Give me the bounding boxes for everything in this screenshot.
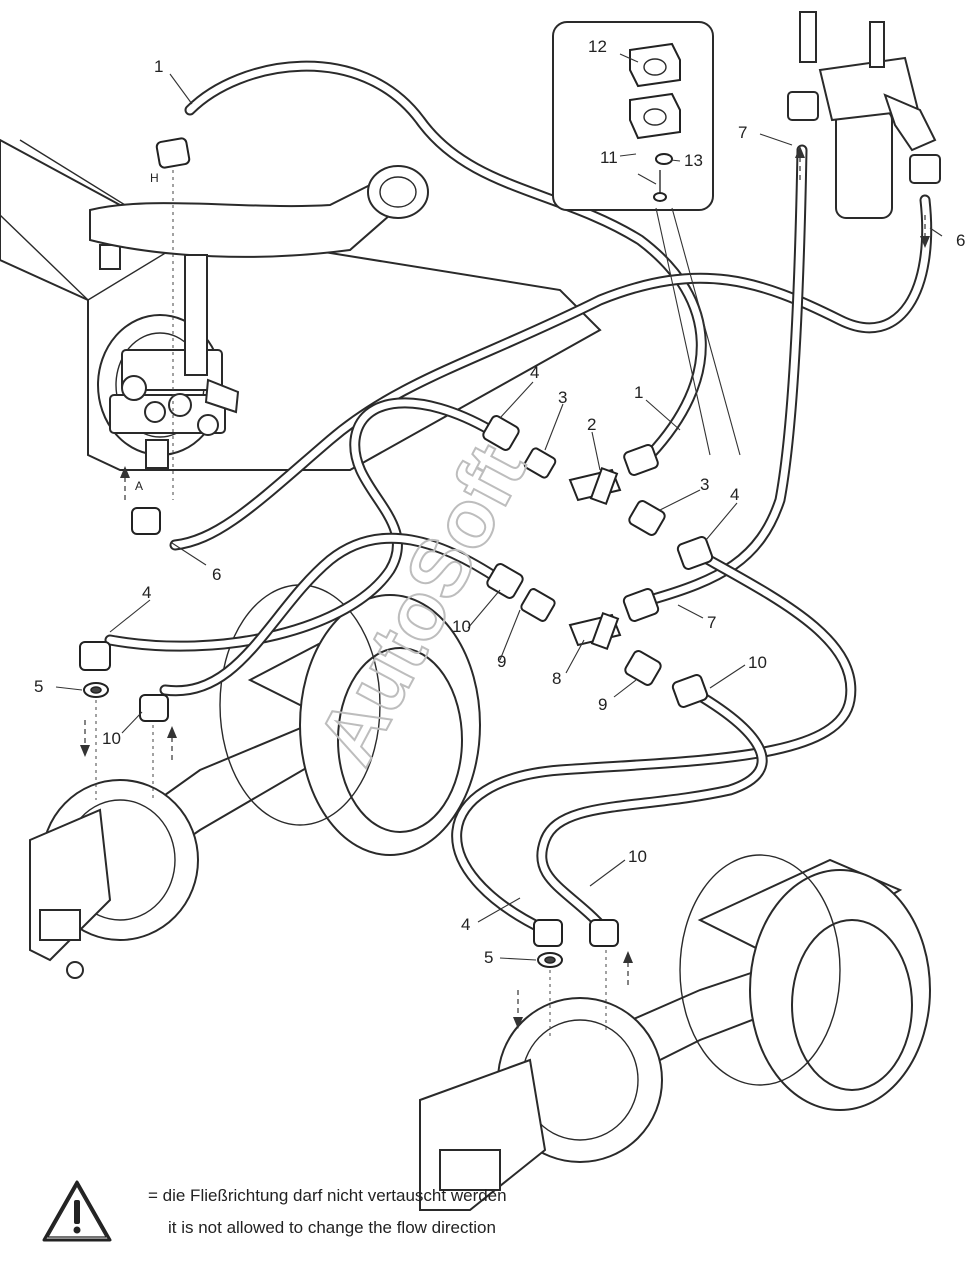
breather-cap <box>99 244 121 270</box>
callout-13: 13 <box>684 151 703 170</box>
callout-6-b: 6 <box>212 565 221 584</box>
arrow-up-icon <box>167 726 177 738</box>
port-label-a: A <box>135 479 143 493</box>
callout-7: 7 <box>738 123 747 142</box>
callout-numbers: 1 12 11 13 7 6 4 3 2 1 3 4 7 6 4 5 10 10… <box>34 37 965 967</box>
callout-10: 10 <box>102 729 121 748</box>
leader-lines <box>55 53 943 961</box>
callout-3: 3 <box>558 388 567 407</box>
flow-arrows <box>80 146 930 1040</box>
callout-4: 4 <box>530 363 539 382</box>
callout-6: 6 <box>956 231 965 250</box>
fittings <box>79 137 714 968</box>
callout-5-b: 5 <box>484 948 493 967</box>
callout-10-b: 10 <box>452 617 471 636</box>
callout-10-d: 10 <box>628 847 647 866</box>
callout-11: 11 <box>600 148 618 167</box>
filler-neck <box>89 165 429 258</box>
pump-housing <box>0 138 602 471</box>
callout-9-b: 9 <box>598 695 607 714</box>
callout-10-c: 10 <box>748 653 767 672</box>
legend-text-english: it is not allowed to change the flow dir… <box>168 1218 496 1237</box>
filter-assembly <box>787 11 941 219</box>
callout-12: 12 <box>588 37 607 56</box>
callout-9: 9 <box>497 652 506 671</box>
arrow-down-icon <box>513 1017 523 1029</box>
callout-1: 1 <box>154 57 163 76</box>
port-label-h: H <box>150 171 159 185</box>
callout-1-mid: 1 <box>634 383 643 402</box>
legend-text-german: = die Fließrichtung darf nicht vertausch… <box>148 1186 507 1205</box>
hoses <box>104 60 933 936</box>
arrow-up-icon <box>120 466 130 478</box>
arrow-up-icon <box>623 951 633 963</box>
warning-triangle-icon <box>42 1180 112 1242</box>
callout-2: 2 <box>587 415 596 434</box>
arrow-down-icon <box>920 236 930 248</box>
callout-3-b: 3 <box>700 475 709 494</box>
callout-4-b: 4 <box>730 485 739 504</box>
valve-block <box>109 349 240 469</box>
arrow-up-icon <box>795 146 805 158</box>
axle-right <box>419 854 931 1211</box>
flow-direction-legend: = die Fließrichtung darf nicht vertausch… <box>36 1178 596 1248</box>
callout-7-b: 7 <box>707 613 716 632</box>
clamp-detail-inset <box>552 21 741 456</box>
callout-4-c: 4 <box>142 583 151 602</box>
sight-gauge <box>184 254 208 376</box>
axle-left <box>29 584 481 979</box>
callout-4-d: 4 <box>461 915 470 934</box>
callout-5: 5 <box>34 677 43 696</box>
callout-8: 8 <box>552 669 561 688</box>
arrow-down-icon <box>80 745 90 757</box>
